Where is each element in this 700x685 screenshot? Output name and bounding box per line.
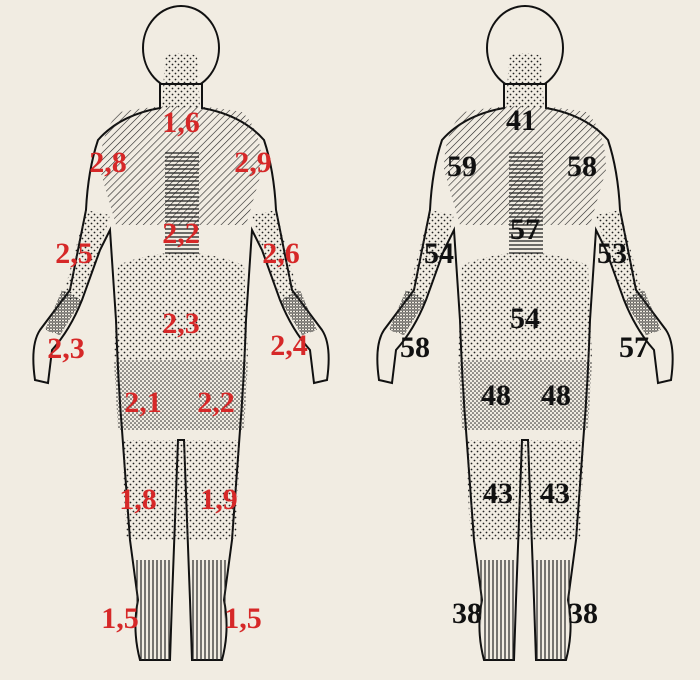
label-hand-left: 58 xyxy=(400,331,430,364)
label-upper-arm-right: 53 xyxy=(597,237,627,270)
label-neck: 1,6 xyxy=(162,106,200,139)
label-hand-right: 57 xyxy=(619,331,649,364)
label-upper-arm-right: 2,6 xyxy=(262,237,300,270)
label-hand-right: 2,4 xyxy=(270,329,308,362)
label-calf-right: 1,9 xyxy=(200,483,238,516)
label-shoulder-left: 2,8 xyxy=(89,146,127,179)
label-thigh-right: 2,2 xyxy=(197,386,235,419)
label-thigh-right: 48 xyxy=(541,379,571,412)
label-upper-arm-left: 2,5 xyxy=(55,237,93,270)
label-lower-back: 2,3 xyxy=(162,307,200,340)
label-shoulder-right: 58 xyxy=(567,150,597,183)
label-shoulder-left: 59 xyxy=(447,150,477,183)
label-shoulder-right: 2,9 xyxy=(234,146,272,179)
label-lower-back: 54 xyxy=(510,302,540,335)
label-upper-arm-left: 54 xyxy=(424,237,454,270)
label-foot-left: 38 xyxy=(452,597,482,630)
label-hand-left: 2,3 xyxy=(47,332,85,365)
label-foot-right: 38 xyxy=(568,597,598,630)
label-mid-back: 2,2 xyxy=(162,217,200,250)
label-calf-right: 43 xyxy=(540,477,570,510)
label-neck: 41 xyxy=(506,104,536,137)
label-thigh-left: 48 xyxy=(481,379,511,412)
label-calf-left: 43 xyxy=(483,477,513,510)
label-thigh-left: 2,1 xyxy=(124,386,162,419)
label-calf-left: 1,8 xyxy=(119,483,157,516)
label-foot-left: 1,5 xyxy=(101,602,139,635)
label-mid-back: 57 xyxy=(510,213,540,246)
label-foot-right: 1,5 xyxy=(224,602,262,635)
